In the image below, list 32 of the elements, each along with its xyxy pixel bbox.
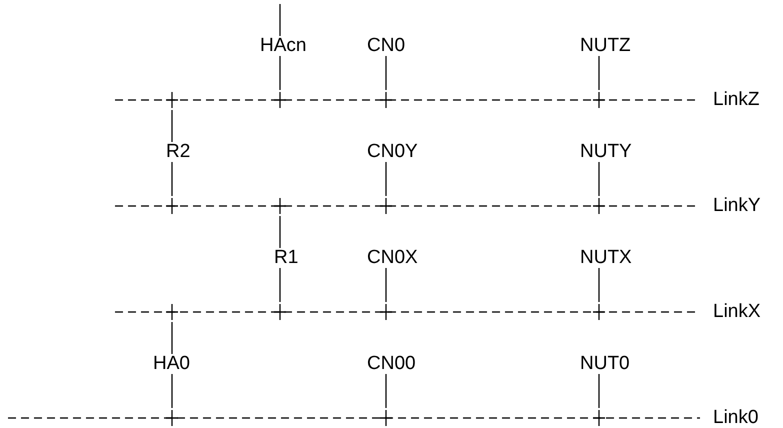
connector-line xyxy=(171,322,173,354)
node-label: HA0 xyxy=(153,354,190,374)
node-label: CN0 xyxy=(367,36,406,56)
link-label: LinkZ xyxy=(713,90,760,110)
connector-line xyxy=(171,162,173,196)
connector-line xyxy=(385,268,387,302)
connector-line xyxy=(598,374,600,408)
connector-line xyxy=(171,374,173,408)
node-label: CN0X xyxy=(367,248,418,268)
node-label: NUTX xyxy=(580,248,632,268)
connector-line xyxy=(598,162,600,196)
connector-line xyxy=(598,268,600,302)
node-label: NUTZ xyxy=(580,36,631,56)
connector-line xyxy=(385,374,387,408)
node-label: CN0Y xyxy=(367,142,418,162)
connector-line xyxy=(385,56,387,90)
connector-line xyxy=(598,56,600,90)
link-label: Link0 xyxy=(713,408,758,428)
connector-line xyxy=(385,162,387,196)
node-label: HAcn xyxy=(260,36,306,56)
connector-line xyxy=(171,110,173,142)
node-label: NUTY xyxy=(580,142,632,162)
connector-line xyxy=(279,4,281,36)
connector-line xyxy=(279,216,281,248)
link-label: LinkY xyxy=(713,196,761,216)
link-label: LinkX xyxy=(713,302,761,322)
node-label: NUT0 xyxy=(580,354,630,374)
connector-line xyxy=(279,56,281,90)
connector-line xyxy=(279,268,281,302)
node-label: CN00 xyxy=(367,354,416,374)
node-label: R1 xyxy=(274,248,298,268)
node-label: R2 xyxy=(166,142,190,162)
